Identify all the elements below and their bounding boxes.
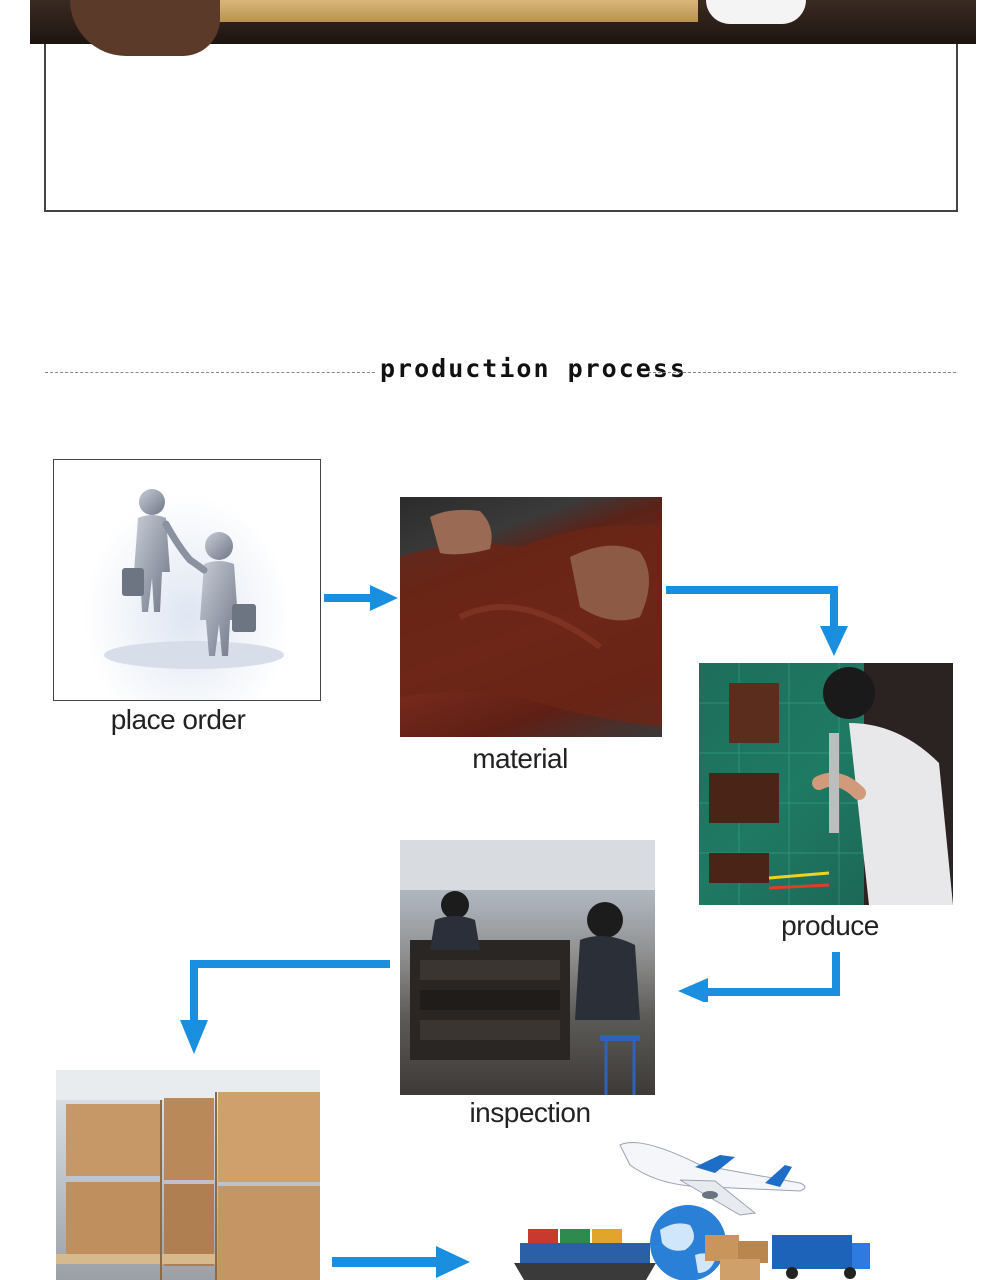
arrow-right-icon [330,1246,472,1280]
step-label-place-order: place order [53,704,303,736]
heading-divider-left [45,372,375,373]
product-photo-frame [44,0,958,212]
arrow-right-down-icon [664,580,854,660]
arrow-down-left-icon [674,950,844,1002]
produce-image [699,663,953,905]
packing-image [56,1070,320,1280]
shipping-image [510,1125,870,1280]
section-title: production process [380,354,687,383]
bag-bottom-image [30,0,976,44]
heading-divider-right [648,372,956,373]
arrow-left-down-icon [180,958,392,1058]
airplane-icon [620,1143,805,1216]
inspection-image [400,840,655,1095]
step-label-material: material [420,743,620,775]
handshake-figures-icon [54,460,319,700]
material-image [400,497,662,737]
arrow-right-icon [322,583,400,613]
truck-icon [772,1235,870,1279]
place-order-image [53,459,321,701]
cargo-ship-icon [514,1229,656,1280]
step-label-produce: produce [740,910,920,942]
